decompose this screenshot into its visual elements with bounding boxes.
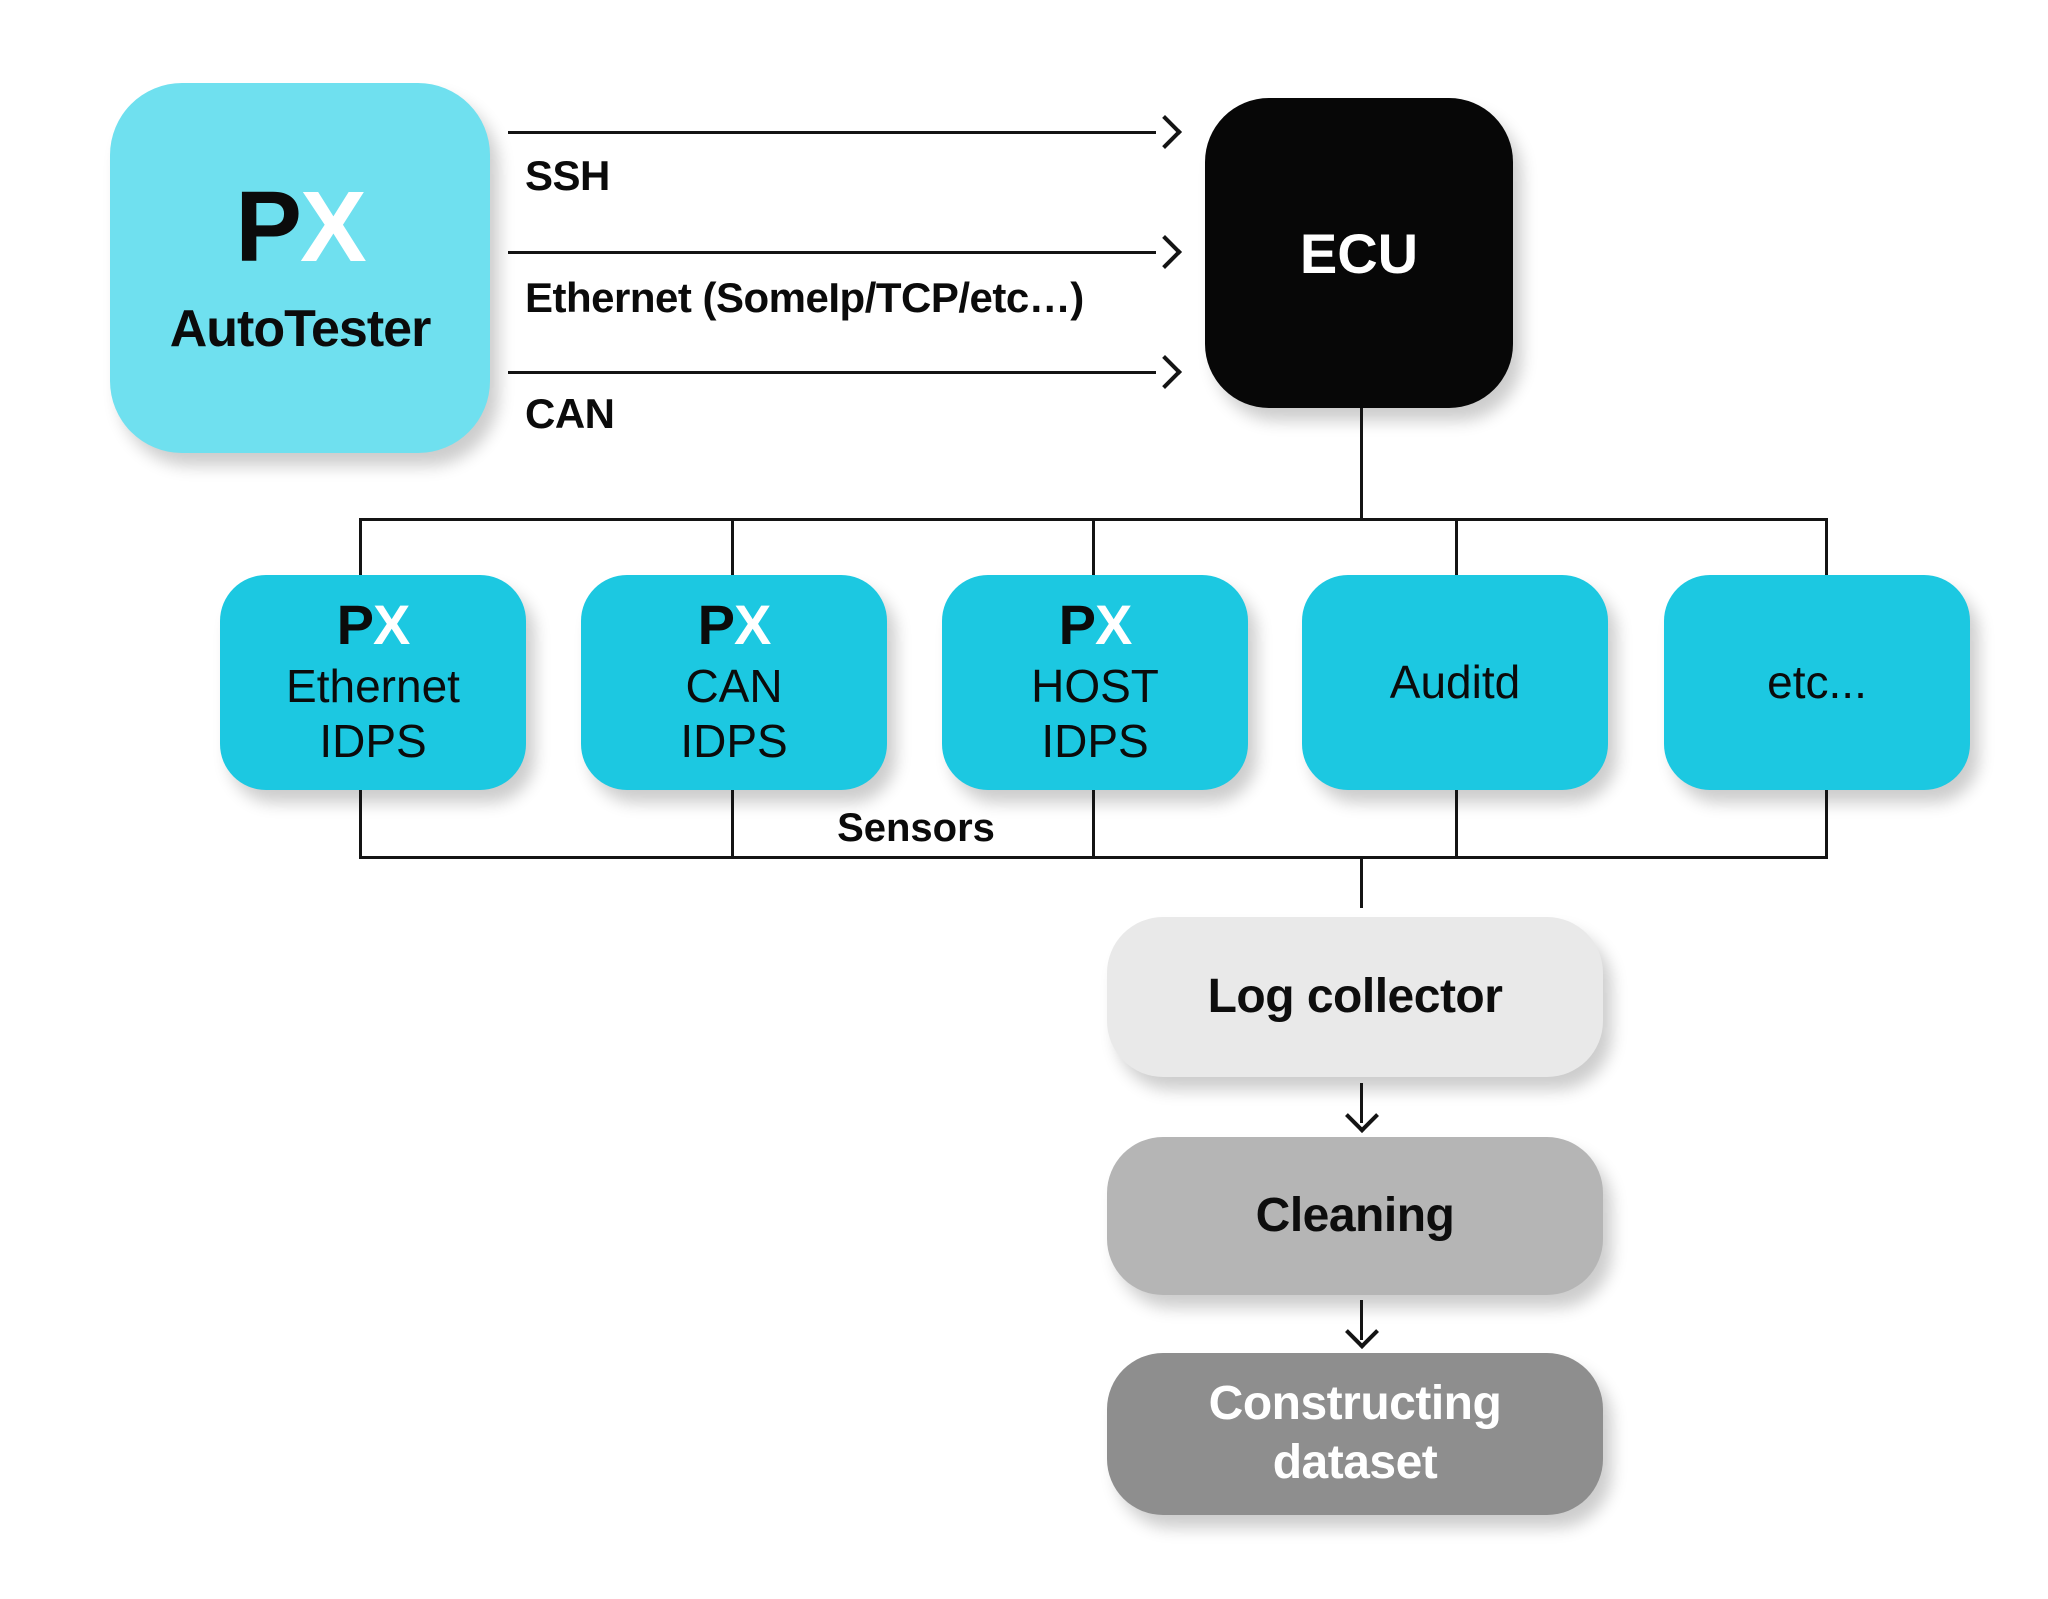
- pipeline-arrow-line-2: [1360, 1300, 1363, 1340]
- ecu-node: ECU: [1205, 98, 1513, 408]
- sensor-node-ethernet-idps: PX Ethernet IDPS: [220, 575, 526, 790]
- bottom-stub-2: [731, 790, 734, 859]
- px-logo-p: P: [235, 171, 302, 283]
- ecu-label: ECU: [1299, 221, 1419, 285]
- constructing-dataset-line1: Constructing: [1208, 1377, 1502, 1431]
- sensor-node-auditd: Auditd: [1302, 575, 1608, 790]
- px-logo-x: X: [300, 171, 367, 283]
- top-stub-4: [1455, 518, 1458, 577]
- log-collector-node: Log collector: [1107, 917, 1603, 1077]
- constructing-dataset-line2: dataset: [1272, 1436, 1438, 1489]
- pipeline-arrowhead-down-icon: [1345, 1315, 1379, 1349]
- bottom-stub-3: [1092, 790, 1095, 859]
- constructing-dataset-label: Constructing dataset: [1209, 1375, 1502, 1492]
- px-logo-p: P: [336, 593, 374, 657]
- pipeline-arrowhead-down-icon: [1345, 1099, 1379, 1133]
- px-logo: PX: [337, 597, 411, 653]
- px-logo-p: P: [1058, 593, 1096, 657]
- px-logo: PX: [1059, 597, 1133, 653]
- px-logo-x: X: [1095, 593, 1132, 657]
- sensor-node-etc: etc...: [1664, 575, 1970, 790]
- top-stub-2: [731, 518, 734, 577]
- ssh-label: SSH: [525, 152, 610, 199]
- sensor-label-line: HOST: [1031, 660, 1159, 713]
- autotester-node: PX AutoTester: [110, 83, 490, 453]
- cleaning-node: Cleaning: [1107, 1137, 1603, 1295]
- constructing-dataset-node: Constructing dataset: [1107, 1353, 1603, 1515]
- ecu-drop-line: [1360, 408, 1363, 521]
- px-logo-p: P: [697, 593, 735, 657]
- sensor-label-line: IDPS: [1041, 714, 1149, 767]
- ssh-arrow-line: [508, 131, 1156, 134]
- px-logo-x: X: [734, 593, 771, 657]
- collector-drop-line: [1360, 856, 1363, 908]
- ssh-arrowhead-right-icon: [1148, 115, 1182, 149]
- top-stub-3: [1092, 518, 1095, 577]
- can-arrowhead-right-icon: [1148, 355, 1182, 389]
- ethernet-label: Ethernet (SomeIp/TCP/etc…): [525, 274, 1084, 321]
- sensor-label-line: etc...: [1767, 656, 1867, 709]
- ethernet-arrow-line: [508, 251, 1156, 254]
- px-logo: PX: [235, 177, 366, 277]
- sensor-label-line: IDPS: [319, 714, 427, 767]
- sensor-label-line: Ethernet: [286, 660, 460, 713]
- bottom-stub-4: [1455, 790, 1458, 859]
- bottom-branch-line: [360, 856, 1828, 859]
- sensor-label-line: CAN: [685, 660, 783, 713]
- cleaning-label: Cleaning: [1255, 1188, 1455, 1242]
- sensor-label-line: IDPS: [680, 714, 788, 767]
- sensors-group-label: Sensors: [837, 806, 995, 850]
- sensor-label-line: Auditd: [1389, 656, 1521, 709]
- top-stub-5: [1825, 518, 1828, 577]
- px-logo: PX: [698, 597, 772, 653]
- sensor-node-host-idps: PX HOST IDPS: [942, 575, 1248, 790]
- ethernet-arrowhead-right-icon: [1148, 235, 1182, 269]
- can-arrow-line: [508, 371, 1156, 374]
- can-label: CAN: [525, 390, 615, 437]
- bottom-stub-1: [359, 790, 362, 859]
- bottom-stub-5: [1825, 790, 1828, 859]
- px-logo-x: X: [373, 593, 410, 657]
- top-stub-1: [359, 518, 362, 577]
- autotester-label: AutoTester: [169, 300, 432, 358]
- sensor-node-can-idps: PX CAN IDPS: [581, 575, 887, 790]
- log-collector-label: Log collector: [1207, 969, 1503, 1023]
- pipeline-arrow-line-1: [1360, 1083, 1363, 1123]
